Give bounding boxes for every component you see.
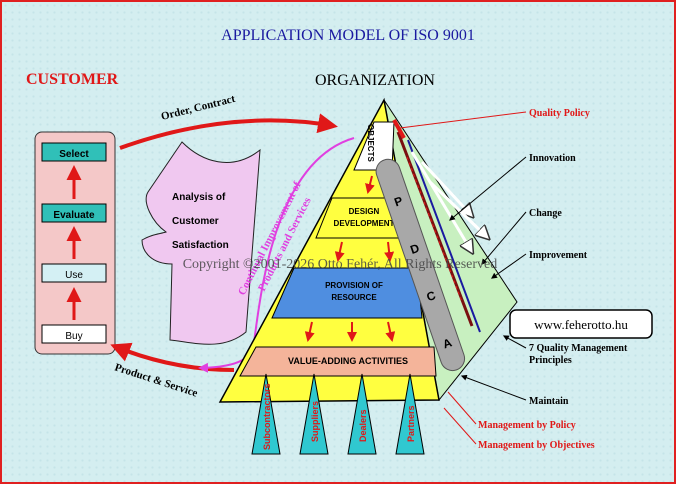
customer-label: CUSTOMER — [26, 71, 119, 88]
website-link: www.feherotto.hu — [534, 317, 628, 332]
analysis-shape — [141, 141, 261, 345]
pdca-cycle: P D C A — [375, 158, 466, 372]
partner-cone-dealers: Dealers — [347, 373, 377, 455]
svg-text:Suppliers: Suppliers — [310, 401, 320, 442]
continual-improvement-arrow — [198, 137, 355, 373]
level-provision-line-2: RESOURCE — [331, 293, 377, 302]
svg-text:Select: Select — [59, 149, 89, 160]
analysis-line-1: Analysis of — [172, 192, 226, 203]
svg-text:Evaluate: Evaluate — [53, 210, 95, 221]
label-principles-1: 7 Quality Management — [529, 343, 628, 354]
customer-step-select: Select — [41, 142, 107, 162]
customer-step-evaluate: Evaluate — [41, 203, 107, 223]
product-arrow — [110, 342, 235, 372]
level-provision-line-1: PROVISION OF — [325, 281, 383, 290]
level-value-adding — [239, 346, 437, 377]
label-quality-policy: Quality Policy — [529, 108, 590, 119]
page-title: APPLICATION MODEL OF ISO 9001 — [221, 27, 475, 44]
label-management-by-objectives: Management by Objectives — [478, 440, 595, 451]
level-value-adding-label: VALUE-ADDING ACTIVITIES — [288, 356, 408, 366]
partner-cone-subcontractors: Subcontractors — [251, 373, 281, 455]
order-arrow — [119, 113, 338, 150]
pyramid-flow-arrows — [304, 175, 396, 342]
copyright-watermark: Copyright ©2001-2026 Otto Fehér, All Rig… — [183, 257, 498, 272]
svg-text:Dealers: Dealers — [358, 409, 368, 442]
label-maintain: Maintain — [529, 396, 569, 407]
organization-label: ORGANIZATION — [315, 72, 435, 89]
svg-text:Use: Use — [65, 270, 83, 281]
order-contract-label: Order, Contract — [160, 93, 237, 123]
website-box[interactable]: www.feherotto.hu — [509, 309, 653, 339]
level-design-line-2: DEVELOPMENT — [334, 219, 395, 228]
partner-cone-partners: Partners — [395, 373, 425, 455]
label-principles-2: Principles — [529, 355, 572, 366]
label-improvement: Improvement — [529, 250, 588, 261]
svg-text:Subcontractors: Subcontractors — [262, 383, 272, 450]
label-management-by-policy: Management by Policy — [478, 420, 576, 431]
svg-text:Buy: Buy — [65, 331, 82, 342]
label-pointer-lines — [399, 111, 527, 445]
level-design-line-1: DESIGN — [349, 207, 380, 216]
customer-step-use: Use — [41, 263, 107, 283]
label-change: Change — [529, 208, 562, 219]
svg-text:Partners: Partners — [406, 405, 416, 442]
customer-step-buy: Buy — [41, 324, 107, 344]
analysis-line-2: Customer — [172, 216, 219, 227]
analysis-line-3: Satisfaction — [172, 240, 229, 251]
level-provision — [271, 267, 423, 319]
side-face-lines — [392, 119, 488, 333]
level-objects-label: OBJECTS — [366, 124, 375, 162]
partner-cone-suppliers: Suppliers — [299, 373, 329, 455]
label-innovation: Innovation — [529, 153, 576, 164]
